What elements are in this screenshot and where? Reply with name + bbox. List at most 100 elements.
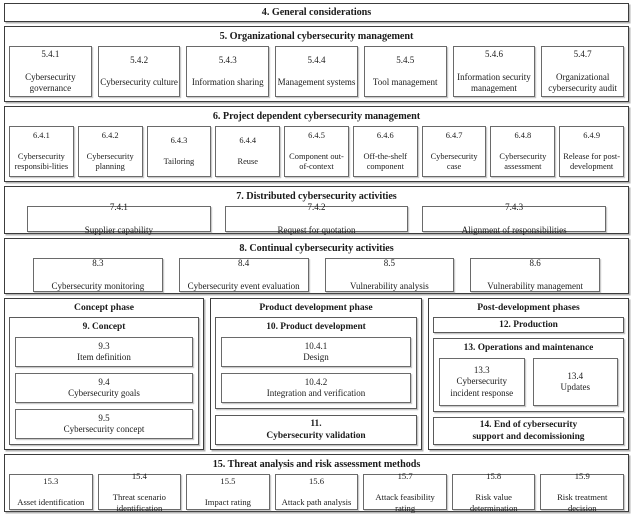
item-8-4[interactable]: 8.4 Cybersecurity event evaluation (178, 258, 309, 292)
item-number: 15.9 (574, 470, 590, 481)
item-6-4-1[interactable]: 6.4.1 Cybersecurity responsibi-lities (9, 126, 74, 177)
item-5-4-5[interactable]: 5.4.5 Tool management (363, 46, 447, 98)
item-13-3[interactable]: 13.3 Cybersecurity incident response (439, 358, 525, 406)
phase-post-development[interactable]: Post-development phases 12. Production 1… (428, 298, 629, 450)
section-15-item-row: 15.3 Asset identification 15.4 Threat sc… (9, 470, 625, 513)
item-13-4[interactable]: 13.4 Updates (532, 358, 618, 406)
item-5-4-7[interactable]: 5.4.7 Organizational cybersecurity audit (541, 46, 625, 98)
item-number: 13.3 (473, 365, 490, 376)
section-6-project-dependent-cybersecurity-management[interactable]: 6. Project dependent cybersecurity manag… (4, 106, 629, 182)
section-9-title: 9. Concept (82, 322, 126, 332)
item-5-4-2[interactable]: 5.4.2 Cybersecurity culture (97, 46, 181, 98)
item-number: 9.5 (98, 412, 110, 423)
item-number: 6.4.8 (514, 130, 532, 140)
item-8-5[interactable]: 8.5 Vulnerability analysis (324, 258, 455, 292)
section-8-item-row: 8.3 Cybersecurity monitoring 8.4 Cyberse… (9, 258, 624, 292)
item-label: Information sharing (191, 77, 264, 88)
item-number: 15.7 (397, 470, 413, 481)
item-15-3[interactable]: 15.3 Asset identification (9, 474, 93, 510)
item-label: Cybersecurity responsibi-lities (14, 151, 69, 172)
item-number: 6.4.9 (583, 130, 601, 140)
phase-product-development[interactable]: Product development phase 10. Product de… (210, 298, 422, 450)
item-10-4-2[interactable]: 10.4.2 Integration and verification (221, 373, 411, 403)
item-number: 15.4 (131, 470, 147, 481)
section-15-threat-analysis-and-risk-assessment-methods[interactable]: 15. Threat analysis and risk assessment … (4, 454, 629, 513)
item-9-4[interactable]: 9.4 Cybersecurity goals (15, 373, 193, 403)
item-9-3[interactable]: 9.3 Item definition (15, 337, 193, 367)
section-10-product-development[interactable]: 10. Product development 10.4.1 Design 10… (215, 317, 417, 409)
item-number: 5.4.6 (484, 49, 503, 60)
item-10-4-1[interactable]: 10.4.1 Design (221, 337, 411, 367)
item-label: Tailoring (163, 156, 195, 166)
section-5-title: 5. Organizational cybersecurity manageme… (219, 31, 414, 43)
item-number: 5.4.3 (218, 55, 237, 66)
section-8-continual-cybersecurity-activities[interactable]: 8. Continual cybersecurity activities 8.… (4, 238, 629, 294)
item-label: Cybersecurity culture (100, 77, 178, 88)
section-12-title: 12. Production (499, 320, 558, 330)
item-6-4-8[interactable]: 6.4.8 Cybersecurity assessment (490, 126, 556, 177)
item-6-4-5[interactable]: 6.4.5 Component out-of-context (284, 126, 349, 177)
phase-concept[interactable]: Concept phase 9. Concept 9.3 Item defini… (4, 298, 204, 450)
section-14-end-of-cybersecurity-support[interactable]: 14. End of cybersecurity support and dec… (433, 417, 624, 445)
item-label: Cybersecurity planning (86, 151, 134, 172)
item-label: Threat scenario identification (112, 492, 166, 513)
item-label: Request for quotation (277, 224, 356, 235)
item-label: Cybersecurity validation (266, 431, 366, 441)
item-6-4-7[interactable]: 6.4.7 Cybersecurity case (421, 126, 487, 177)
item-label: Integration and verification (266, 388, 366, 398)
lifecycle-phases-row: Concept phase 9. Concept 9.3 Item defini… (4, 298, 629, 450)
item-number: 15.3 (43, 476, 59, 487)
item-8-6[interactable]: 8.6 Vulnerability management (470, 258, 600, 292)
item-number: 6.4.1 (33, 130, 50, 140)
item-6-4-9[interactable]: 6.4.9 Release for post-development (559, 126, 625, 177)
item-5-4-3[interactable]: 5.4.3 Information sharing (186, 46, 270, 98)
section-14-line-1: 14. End of cybersecurity (479, 420, 578, 430)
item-15-7[interactable]: 15.7 Attack feasibility rating (363, 470, 447, 513)
item-8-3[interactable]: 8.3 Cybersecurity monitoring (33, 258, 163, 292)
item-number: 9.4 (98, 376, 110, 387)
item-6-4-4[interactable]: 6.4.4 Reuse (215, 126, 281, 177)
item-5-4-4[interactable]: 5.4.4 Management systems (275, 46, 358, 98)
section-9-concept[interactable]: 9. Concept 9.3 Item definition 9.4 Cyber… (9, 317, 199, 445)
item-label: Tool management (372, 77, 438, 88)
item-label: Cybersecurity monitoring (51, 280, 145, 291)
item-label: Cybersecurity assessment (499, 151, 547, 172)
item-number: 5.4.5 (396, 55, 415, 66)
section-11-cybersecurity-validation[interactable]: 11. Cybersecurity validation (215, 415, 417, 445)
section-13-operations-and-maintenance[interactable]: 13. Operations and maintenance 13.3 Cybe… (433, 338, 624, 412)
item-number: 6.4.2 (101, 130, 119, 140)
item-6-4-2[interactable]: 6.4.2 Cybersecurity planning (77, 126, 143, 177)
item-label: Risk treatment decision (557, 492, 608, 513)
section-5-item-row: 5.4.1 Cybersecurity governance 5.4.2 Cyb… (9, 46, 625, 98)
item-number: 7.4.2 (307, 202, 326, 213)
item-7-4-1[interactable]: 7.4.1 Supplier capability (27, 202, 211, 235)
section-12-production[interactable]: 12. Production (433, 317, 624, 333)
item-label: Design (303, 352, 329, 362)
item-6-4-3[interactable]: 6.4.3 Tailoring (146, 126, 212, 177)
section-10-item-stack: 10.4.1 Design 10.4.2 Integration and ver… (221, 337, 411, 403)
item-15-9[interactable]: 15.9 Risk treatment decision (540, 470, 625, 513)
item-number: 5.4.4 (307, 55, 326, 66)
section-8-title: 8. Continual cybersecurity activities (239, 243, 394, 254)
item-15-6[interactable]: 15.6 Attack path analysis (274, 474, 359, 510)
item-9-5[interactable]: 9.5 Cybersecurity concept (15, 409, 193, 439)
section-14-line-2: support and decomissioning (472, 432, 585, 442)
item-5-4-1[interactable]: 5.4.1 Cybersecurity governance (9, 46, 92, 98)
section-5-organizational-cybersecurity-management[interactable]: 5. Organizational cybersecurity manageme… (4, 26, 629, 103)
item-number: 7.4.3 (505, 202, 524, 213)
phase-post-title: Post-development phases (477, 302, 580, 313)
item-6-4-6[interactable]: 6.4.6 Off-the-shelf component (352, 126, 418, 177)
item-7-4-2[interactable]: 7.4.2 Request for quotation (224, 202, 409, 235)
item-15-4[interactable]: 15.4 Threat scenario identification (97, 470, 182, 513)
section-9-item-stack: 9.3 Item definition 9.4 Cybersecurity go… (15, 337, 193, 439)
item-7-4-3[interactable]: 7.4.3 Alignment of responsibilities (422, 202, 607, 235)
item-5-4-6[interactable]: 5.4.6 Information security management (452, 46, 536, 98)
item-15-5[interactable]: 15.5 Impact rating (186, 474, 270, 510)
item-number: 8.4 (238, 258, 250, 269)
section-4-general-considerations[interactable]: 4. General considerations (4, 3, 629, 23)
section-7-distributed-cybersecurity-activities[interactable]: 7. Distributed cybersecurity activities … (4, 186, 629, 235)
item-label: Cybersecurity case (430, 151, 478, 172)
section-7-title: 7. Distributed cybersecurity activities (236, 191, 397, 202)
item-15-8[interactable]: 15.8 Risk value determination (451, 471, 536, 513)
item-label: Component out-of-context (289, 151, 344, 172)
